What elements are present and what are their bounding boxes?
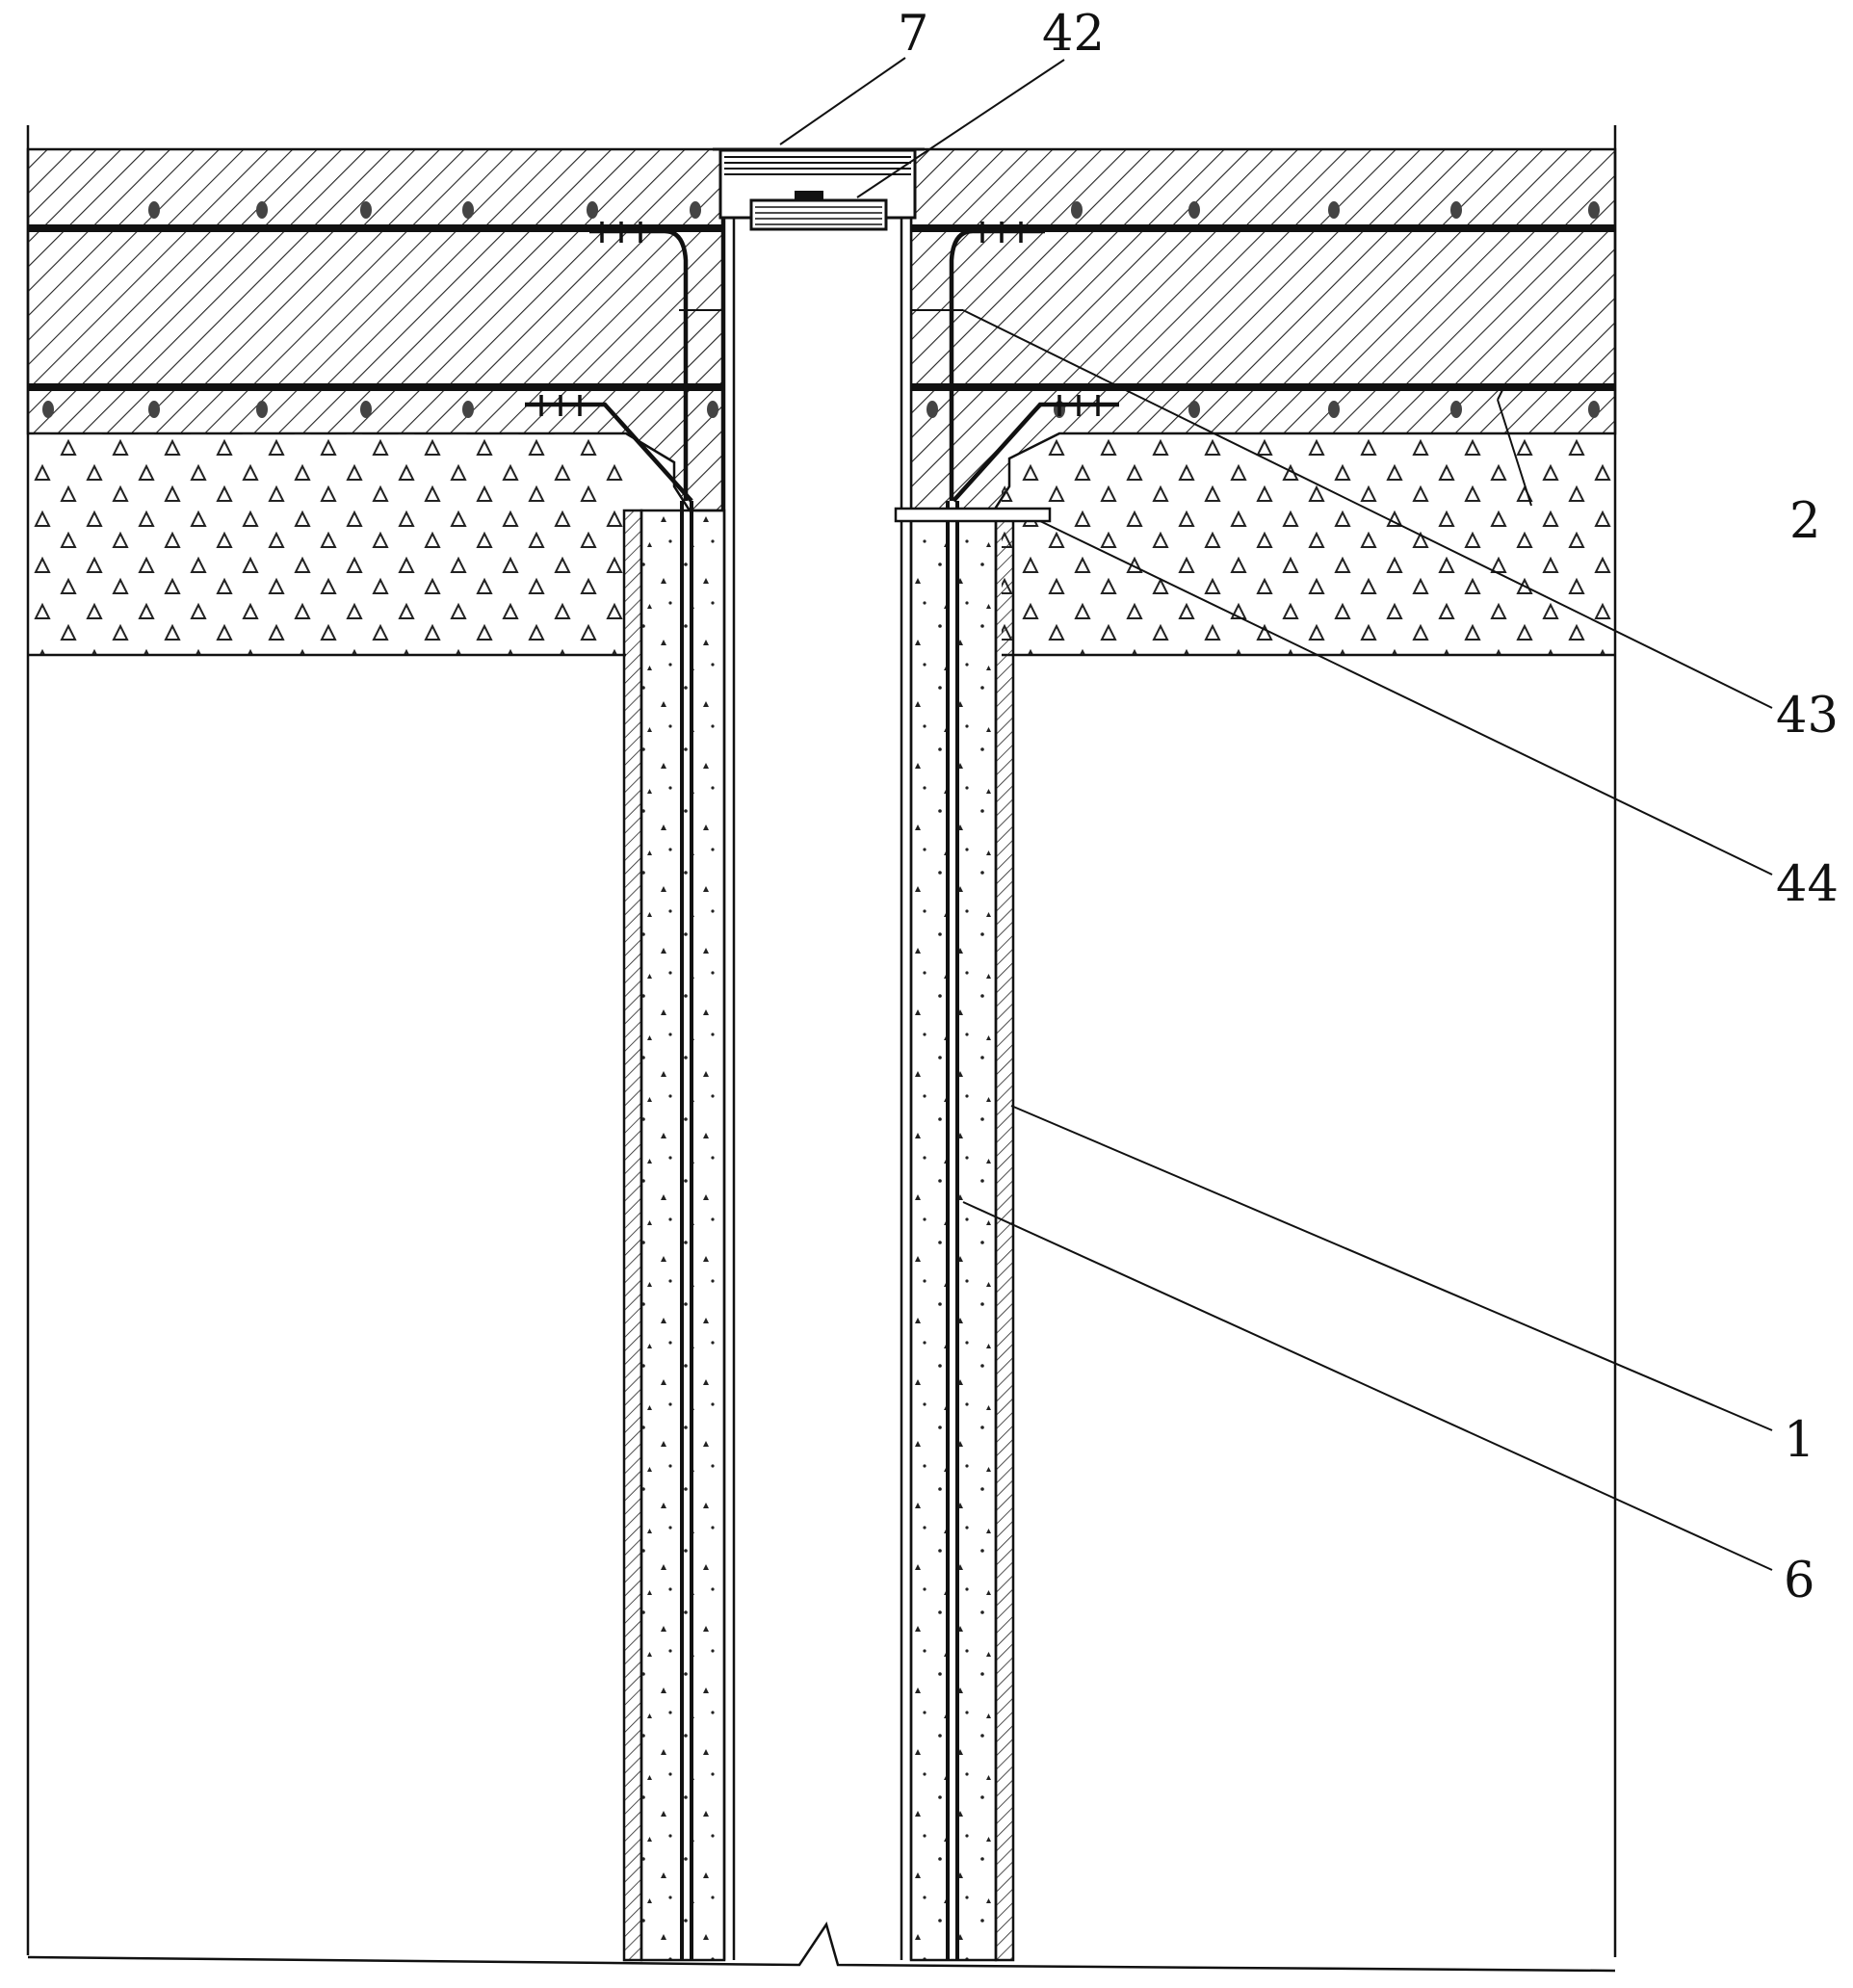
callout-42: 42 <box>1042 6 1105 63</box>
leader-lines <box>779 57 1773 1571</box>
top-seal-cap <box>713 147 925 231</box>
weld-ticks <box>539 222 1100 416</box>
central-opening <box>724 144 911 1975</box>
bottom-break-line <box>27 1922 1616 1973</box>
pile-shaft-left <box>622 501 726 1962</box>
cushion-layer <box>28 433 1615 657</box>
anchor-plate <box>894 507 1052 523</box>
callout-2: 2 <box>1789 493 1820 550</box>
callout-7: 7 <box>898 6 928 63</box>
pile-shaft-right <box>909 501 1015 1962</box>
callout-6: 6 <box>1784 1553 1814 1609</box>
callout-43: 43 <box>1776 688 1839 745</box>
anchor-bars <box>525 228 1119 503</box>
cap-slab <box>26 147 1617 512</box>
callout-44: 44 <box>1776 856 1839 913</box>
callout-1: 1 <box>1784 1412 1814 1469</box>
